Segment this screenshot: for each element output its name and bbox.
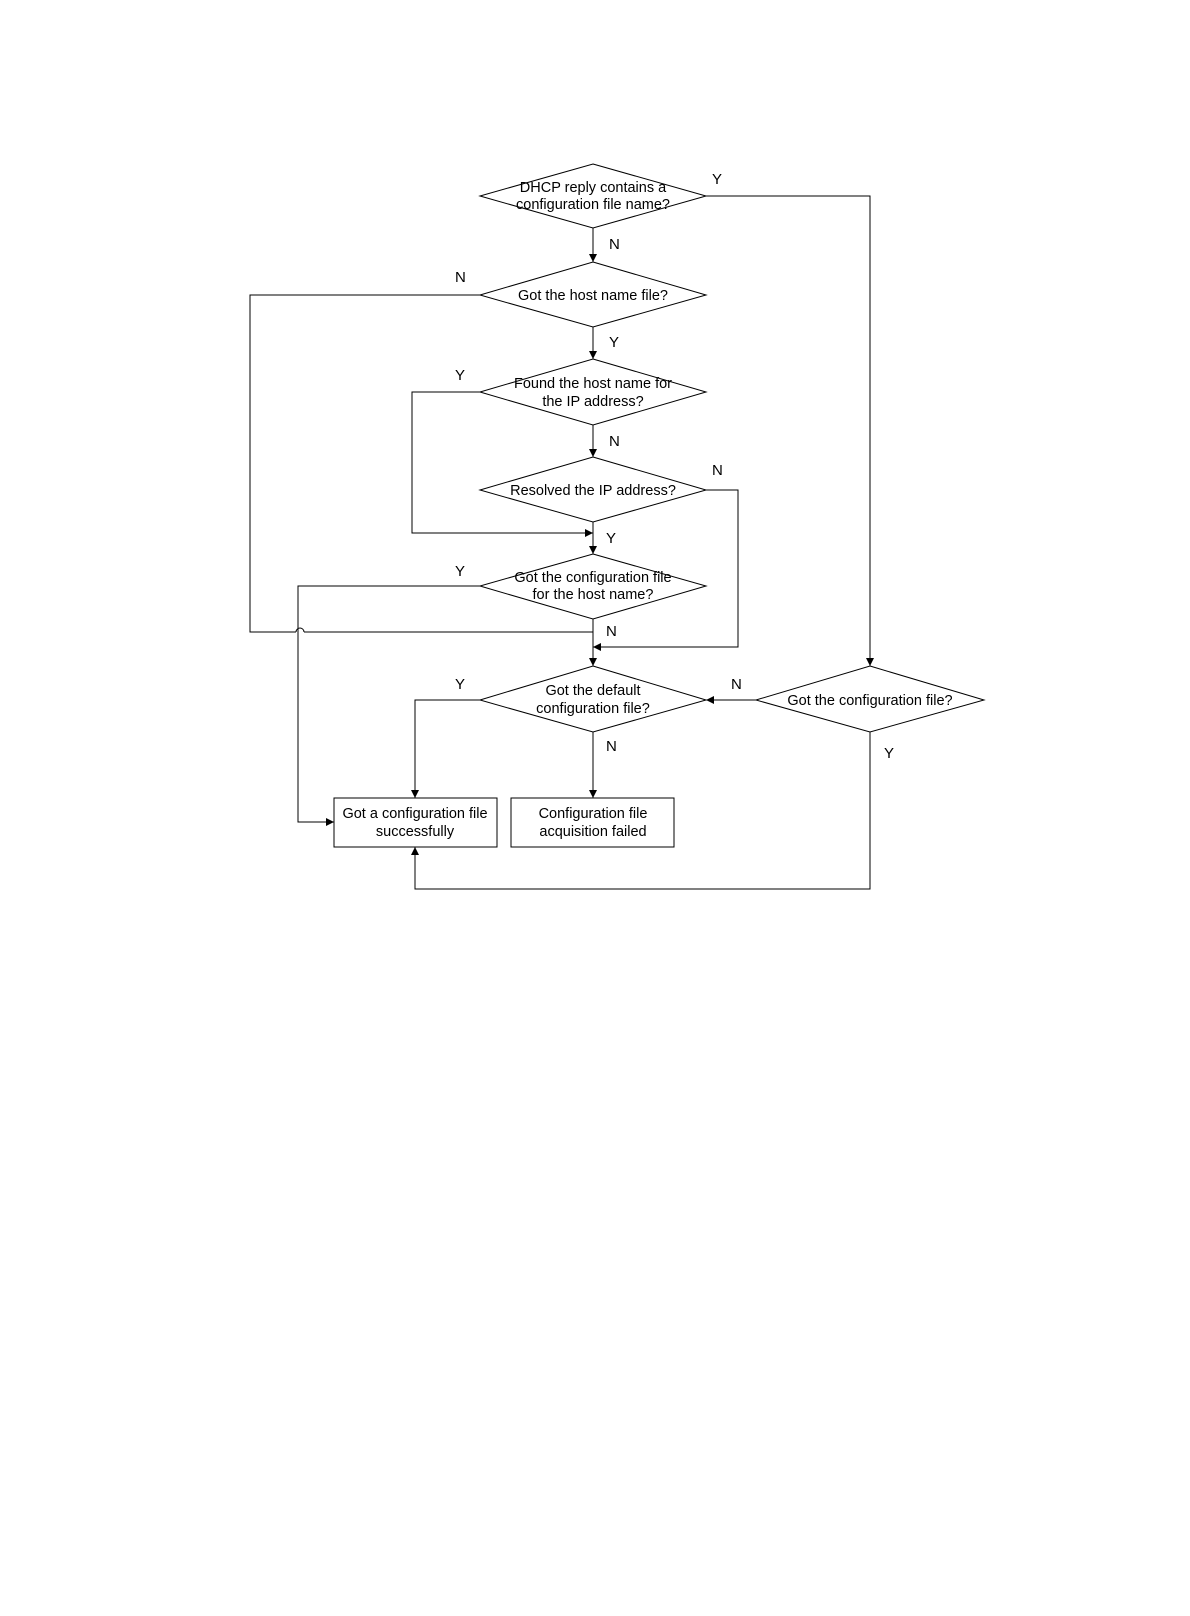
edge-default-to-success: [411, 699, 480, 798]
decision-resolved-ip-line1: Resolved the IP address?: [510, 483, 676, 499]
label-dhcp-no: N: [609, 236, 620, 253]
label-confighost-no: N: [606, 623, 617, 640]
terminal-failed: Configuration file acquisition failed: [510, 797, 675, 848]
edge-foundhost-to-confighost: [411, 391, 593, 537]
decision-default-config-line1: Got the default: [545, 683, 640, 699]
decision-host-name-file-line1: Got the host name file?: [518, 288, 668, 304]
terminal-success: Got a configuration file successfully: [333, 797, 498, 848]
decision-default-config-line2: configuration file?: [536, 701, 650, 717]
label-gotconfig-no: N: [731, 676, 742, 693]
terminal-failed-line2: acquisition failed: [539, 824, 646, 840]
label-default-no: N: [606, 738, 617, 755]
decision-config-for-host: Got the configuration file for the host …: [478, 553, 708, 620]
terminal-success-line1: Got a configuration file: [342, 806, 487, 822]
terminal-failed-line1: Configuration file: [539, 806, 648, 822]
edge-hostfile-to-default: [249, 294, 480, 633]
decision-got-config-line1: Got the configuration file?: [787, 693, 952, 709]
decision-host-name-file: Got the host name file?: [478, 261, 708, 328]
terminal-success-line2: successfully: [376, 824, 455, 840]
label-resolved-no: N: [712, 462, 723, 479]
label-foundhost-yes: Y: [455, 367, 465, 384]
label-resolved-yes: Y: [606, 530, 616, 547]
label-gotconfig-yes: Y: [884, 745, 894, 762]
decision-found-host-name-line2: the IP address?: [542, 394, 643, 410]
label-default-yes: Y: [455, 676, 465, 693]
decision-found-host-name-line1: Found the host name for: [514, 376, 672, 392]
label-foundhost-no: N: [609, 433, 620, 450]
label-confighost-yes: Y: [455, 563, 465, 580]
decision-found-host-name: Found the host name for the IP address?: [478, 358, 708, 426]
edge-resolved-to-default: [593, 489, 739, 651]
edge-confighost-to-success: [297, 585, 480, 826]
decision-resolved-ip: Resolved the IP address?: [478, 456, 708, 523]
decision-dhcp-reply-line2: configuration file name?: [516, 197, 670, 213]
edge-crossing-hop: [295, 627, 305, 633]
decision-dhcp-reply-line1: DHCP reply contains a: [520, 180, 667, 196]
decision-dhcp-reply: DHCP reply contains a configuration file…: [478, 163, 708, 229]
decision-got-config: Got the configuration file?: [754, 665, 986, 733]
decision-config-for-host-line1: Got the configuration file: [514, 570, 671, 586]
label-dhcp-yes: Y: [712, 171, 722, 188]
edge-dhcp-to-gotconfig: [706, 195, 874, 666]
decision-config-for-host-line2: for the host name?: [533, 587, 654, 603]
edge-gotconfig-to-success: [411, 732, 871, 890]
label-hostfile-yes: Y: [609, 334, 619, 351]
decision-default-config: Got the default configuration file?: [478, 665, 708, 733]
label-hostfile-no: N: [455, 269, 466, 286]
